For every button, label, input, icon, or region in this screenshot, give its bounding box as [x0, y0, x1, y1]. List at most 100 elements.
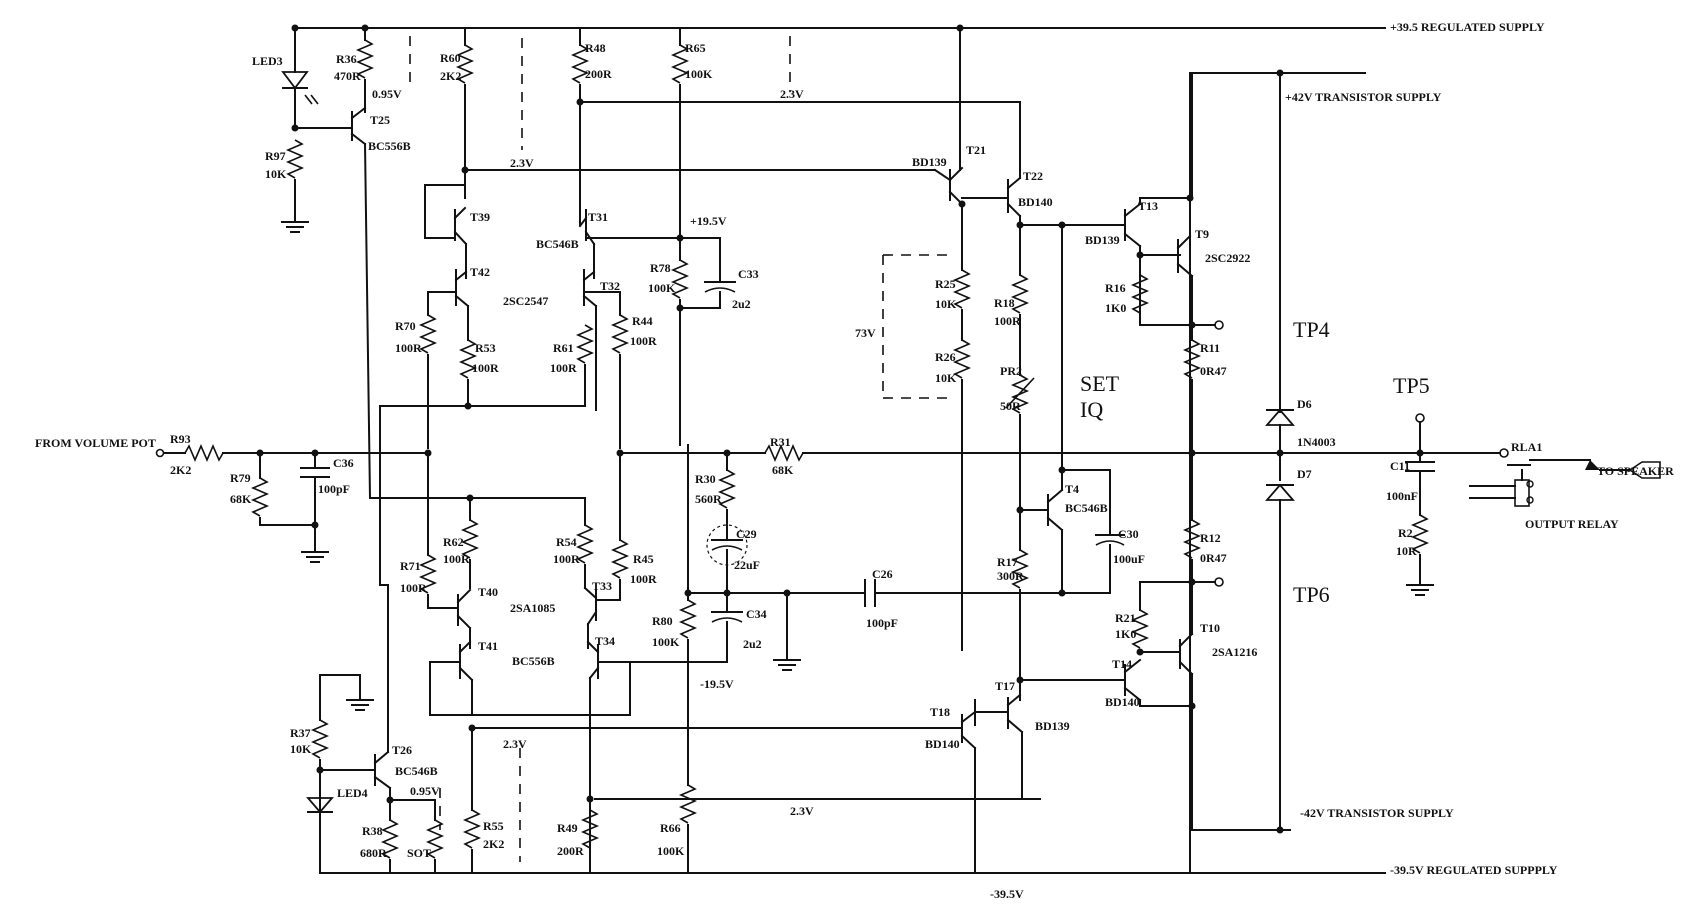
part-value: BD140 — [1018, 195, 1053, 209]
relay-ref: RLA1 — [1511, 440, 1542, 454]
part-value: 68K — [230, 492, 252, 506]
part-value: 10K — [935, 371, 957, 385]
part-ref: R55 — [483, 819, 504, 833]
part-value: 100R — [443, 552, 470, 566]
part-ref: LED3 — [252, 54, 283, 68]
part-value: 1K0 — [1115, 627, 1136, 641]
part-value: 100K — [685, 67, 713, 81]
rail-label: -39.5V REGULATED SUPPPLY — [1390, 863, 1558, 877]
part-value: 100K — [657, 844, 685, 858]
set-iq-label: IQ — [1080, 397, 1103, 422]
part-ref: R37 — [290, 726, 311, 740]
voltage-label: 2.3V — [503, 737, 527, 751]
part-value: 2SC2922 — [1205, 251, 1250, 265]
part-value: 100pF — [318, 482, 350, 496]
part-ref: T40 — [478, 585, 498, 599]
part-ref: T39 — [470, 210, 490, 224]
part-value: BD140 — [925, 737, 960, 751]
part-value: 100R — [400, 581, 427, 595]
part-value: 10K — [935, 297, 957, 311]
part-ref: R49 — [557, 821, 578, 835]
part-ref: R80 — [652, 614, 673, 628]
part-ref: C33 — [738, 267, 759, 281]
test-point-label: TP5 — [1393, 373, 1430, 398]
part-value: 560R — [695, 492, 722, 506]
part-ref: C34 — [746, 607, 767, 621]
driver-stage — [882, 24, 1126, 874]
part-ref: R45 — [633, 552, 654, 566]
part-ref: R18 — [994, 296, 1015, 310]
resistor-icon — [670, 44, 690, 84]
part-value: 2SA1085 — [510, 601, 555, 615]
part-ref: R60 — [440, 51, 461, 65]
input-terminal — [155, 448, 165, 458]
led4-reference — [306, 584, 445, 874]
part-ref: R70 — [395, 319, 416, 333]
part-ref: R30 — [695, 472, 716, 486]
part-value: BD139 — [1085, 233, 1120, 247]
part-ref: T9 — [1195, 227, 1209, 241]
part-ref: D7 — [1297, 467, 1312, 481]
part-ref: D6 — [1297, 397, 1312, 411]
part-value: BC556B — [368, 139, 411, 153]
part-value: 10K — [265, 167, 287, 181]
part-value: 2SC2547 — [503, 294, 548, 308]
part-ref: R61 — [553, 341, 574, 355]
speaker-connector-icon — [1628, 461, 1661, 479]
resistor-icon — [570, 44, 590, 84]
part-value: 0R47 — [1200, 364, 1227, 378]
part-ref: LED4 — [337, 786, 368, 800]
test-point-label: TP4 — [1293, 317, 1330, 342]
input-stage-top — [379, 27, 936, 586]
part-value: 100K — [652, 635, 680, 649]
labels: +39.5 REGULATED SUPPLY +42V TRANSISTOR S… — [35, 20, 1674, 901]
part-ref: T22 — [1023, 169, 1043, 183]
resistor-icon — [455, 44, 475, 84]
part-value: 50R — [1000, 399, 1021, 413]
part-value: 10K — [290, 742, 312, 756]
part-ref: T21 — [966, 143, 986, 157]
part-ref: T18 — [930, 705, 950, 719]
voltage-label: 2.3V — [780, 87, 804, 101]
part-ref: R62 — [443, 535, 464, 549]
input-label: FROM VOLUME POT — [35, 436, 156, 450]
voltage-label: +19.5V — [690, 214, 727, 228]
part-value: 1N4003 — [1297, 435, 1336, 449]
rail-label: +42V TRANSISTOR SUPPLY — [1285, 90, 1442, 104]
part-value: 100R — [553, 552, 580, 566]
part-value: 300R — [997, 569, 1024, 583]
part-ref: R79 — [230, 471, 251, 485]
part-value: 2K2 — [170, 463, 191, 477]
part-value: BC546B — [536, 237, 579, 251]
part-value: 470R — [334, 69, 361, 83]
rail-label: +39.5 REGULATED SUPPLY — [1390, 20, 1545, 34]
part-value: 10R — [1396, 544, 1417, 558]
part-ref: R26 — [935, 350, 956, 364]
part-ref: T34 — [595, 634, 615, 648]
output-label: TO SPEAKER — [1597, 464, 1674, 478]
part-ref: T32 — [600, 279, 620, 293]
part-ref: R53 — [475, 341, 496, 355]
part-value: 100R — [395, 341, 422, 355]
input-network — [155, 443, 432, 563]
voltage-label: -19.5V — [700, 677, 734, 691]
input-stage-bottom — [418, 444, 946, 874]
resistor-icon — [355, 39, 375, 79]
feedback-network — [616, 443, 1421, 671]
part-value: 1K0 — [1105, 301, 1126, 315]
part-value: 100pF — [866, 616, 898, 630]
resistor-icon — [285, 139, 305, 179]
rail-label: -39.5V — [990, 887, 1024, 901]
voltage-label: 2.3V — [510, 156, 534, 170]
led-icon — [281, 71, 309, 90]
part-ref: C30 — [1118, 527, 1139, 541]
part-ref: R38 — [362, 824, 383, 838]
part-ref: R66 — [660, 821, 681, 835]
part-ref: R93 — [170, 432, 191, 446]
part-ref: R31 — [770, 435, 791, 449]
resistor-icon — [184, 443, 224, 463]
part-value: 2u2 — [732, 297, 751, 311]
part-ref: R2 — [1398, 526, 1413, 540]
voltage-label: 0.95V — [372, 87, 402, 101]
